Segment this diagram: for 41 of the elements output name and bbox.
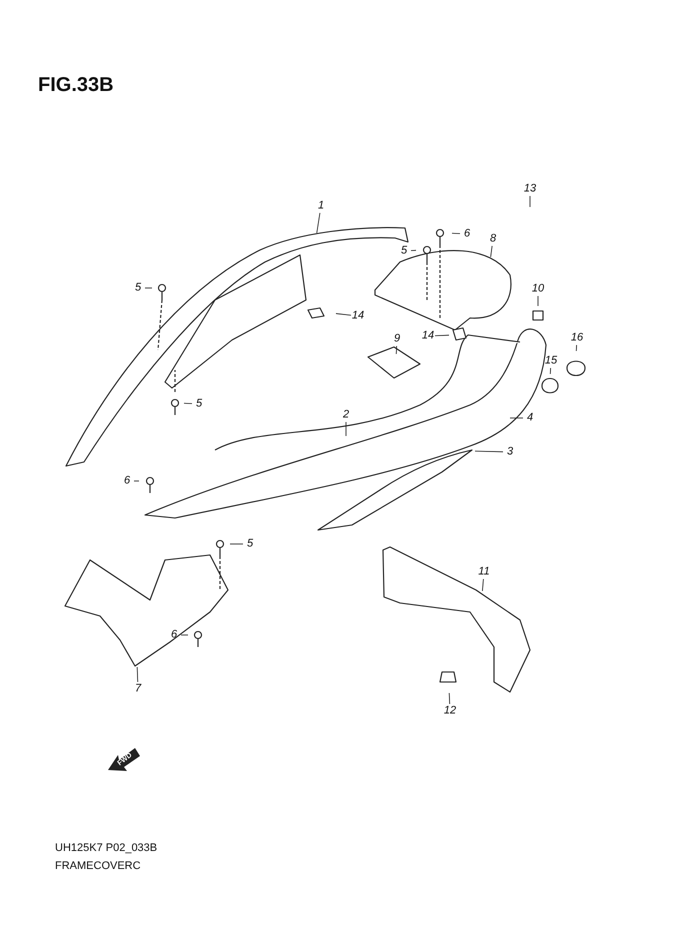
callout-number: 5 [246,538,254,550]
leader-line [490,246,492,258]
leader-line [316,212,320,234]
leader-line [184,402,192,404]
callout-number: 11 [478,566,490,578]
leader-line [452,232,460,234]
callout-number: 2 [342,408,350,422]
callout-number: 15 [544,354,558,368]
leader-line [396,346,398,354]
callout-number: 1 [318,200,324,212]
leader-line [336,313,352,316]
drawing-code: UH125K7 P02_033B [55,842,158,854]
callout-number: 3 [506,446,514,458]
figure-title: FIG.33B [38,74,114,97]
callout-number: 12 [444,704,456,718]
callout-number: 13 [524,182,536,196]
callout-number: 5 [400,244,408,258]
callout-number: 14 [352,310,364,322]
callout-number: 9 [394,332,400,346]
leader-line [136,666,138,682]
callout-number: 8 [490,232,496,246]
callout-number: 14 [422,330,434,342]
callout-number: 6 [124,474,130,488]
callout-number: 16 [570,332,584,344]
callout-number: 5 [196,398,202,410]
leader-line [180,634,188,636]
leader-line [550,368,551,374]
leader-line [448,692,450,704]
leader-line [410,250,416,251]
leader-line [576,344,577,352]
leader-line [134,480,140,482]
leader-line [482,578,484,592]
callout-number: 4 [526,412,534,424]
callout-number: 10 [532,282,544,296]
callout-number: 6 [464,228,470,240]
drawing-name: FRAMECOVERC [55,860,141,872]
callout-number: 5 [134,282,142,294]
leader-line [474,450,504,452]
callout-number: 7 [134,682,142,696]
leader-line [434,334,450,336]
callout-number: 6 [170,628,178,642]
